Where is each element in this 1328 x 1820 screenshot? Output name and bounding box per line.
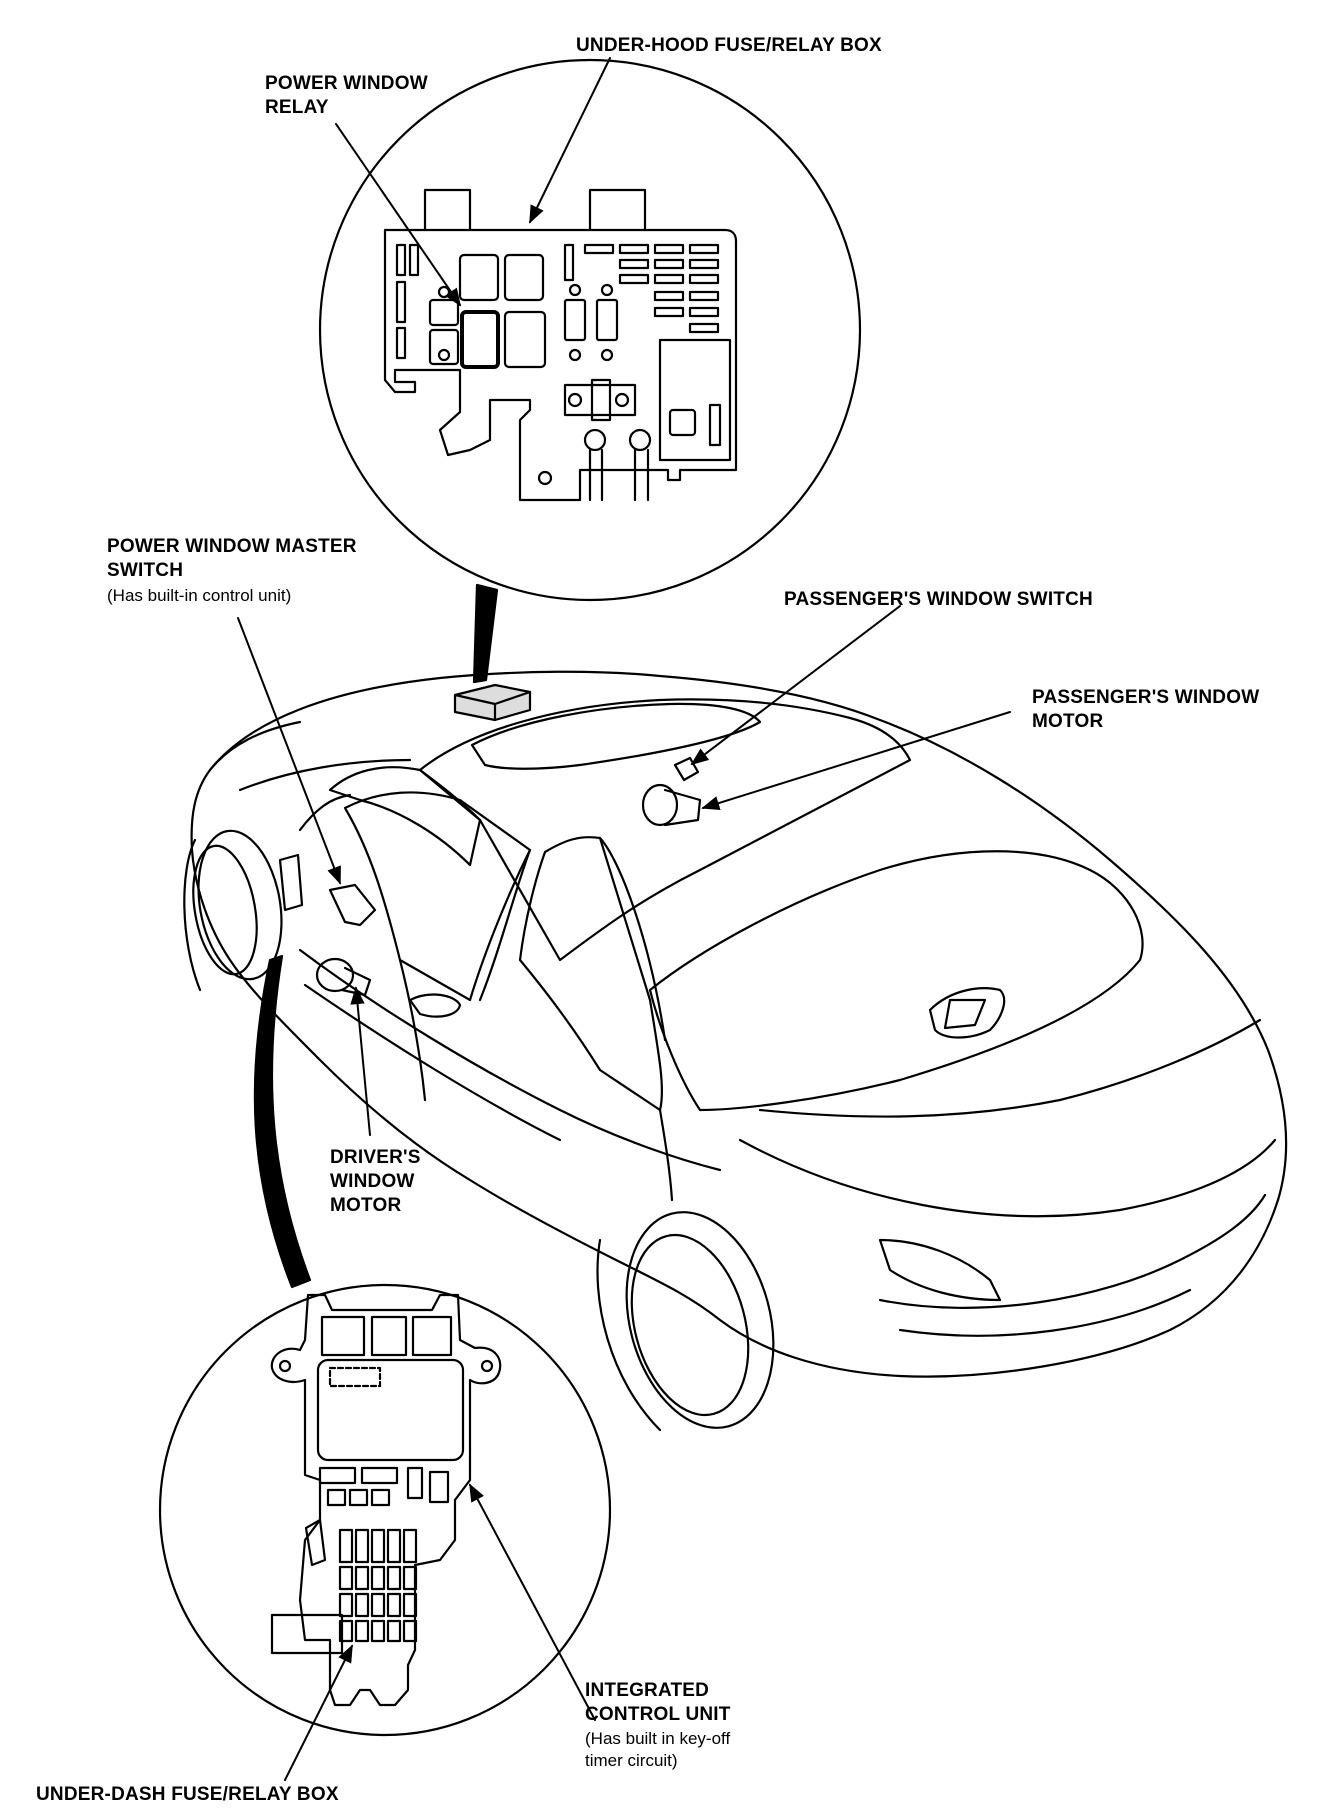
leader-lines <box>237 57 1011 1781</box>
power-window-relay-label: POWER WINDOW RELAY <box>265 73 428 118</box>
under-dash-zoom-circle <box>158 1283 612 1737</box>
under-hood-zoom-circle <box>318 58 862 602</box>
under-hood-fuse-box <box>383 188 738 502</box>
top-callout-wedge <box>472 583 499 684</box>
icu-note: (Has built in key-off timer circuit) <box>585 1729 731 1770</box>
under-hood-box-label: UNDER-HOOD FUSE/RELAY BOX <box>576 35 882 56</box>
master-switch-label: POWER WINDOW MASTER SWITCH <box>107 536 357 581</box>
master-switch-note: (Has built-in control unit) <box>107 586 292 605</box>
car-body <box>183 670 1288 1432</box>
icu-label: INTEGRATED CONTROL UNIT <box>585 1680 731 1725</box>
under-dash-fuse-box <box>270 1293 502 1707</box>
under-dash-box-label: UNDER-DASH FUSE/RELAY BOX <box>36 1784 339 1805</box>
driver-motor-label: DRIVER'S WINDOW MOTOR <box>330 1147 421 1216</box>
bottom-callout-wedge <box>253 954 312 1289</box>
passenger-motor-label: PASSENGER'S WINDOW MOTOR <box>1032 687 1260 732</box>
passenger-switch-label: PASSENGER'S WINDOW SWITCH <box>784 589 1093 610</box>
